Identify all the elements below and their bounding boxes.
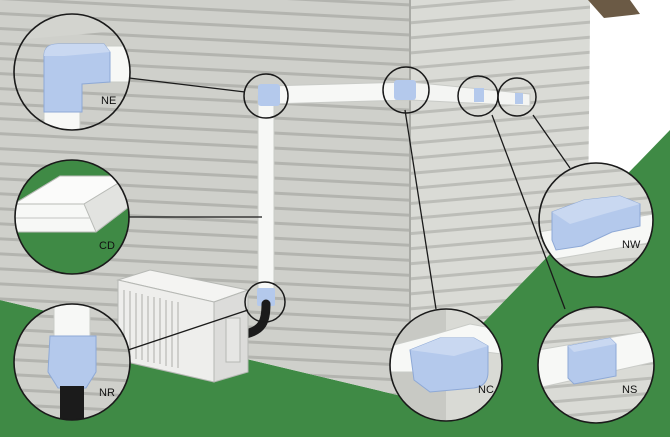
nr-fitting-small bbox=[257, 288, 275, 306]
callout-nw: NW bbox=[538, 162, 654, 278]
callout-nc: NC bbox=[389, 308, 503, 422]
callout-ns: NS bbox=[537, 306, 655, 424]
callout-ne-label: NE bbox=[101, 95, 116, 107]
leader-ns bbox=[491, 114, 566, 310]
callout-nw-label: NW bbox=[622, 239, 641, 251]
callout-ns-label: NS bbox=[622, 384, 637, 396]
nw-fitting-small bbox=[515, 93, 523, 104]
callout-markers bbox=[243, 66, 537, 323]
callout-ne: NE bbox=[13, 13, 131, 131]
ne-fitting-small bbox=[258, 84, 280, 106]
callout-ns-ring bbox=[537, 306, 655, 424]
callout-cd-label: CD bbox=[99, 240, 115, 252]
leader-nc bbox=[404, 109, 437, 310]
outdoor-ac-unit bbox=[116, 269, 250, 383]
callout-nr-label: NR bbox=[99, 387, 115, 399]
line-set-cover bbox=[235, 80, 531, 343]
callout-nc-ring bbox=[389, 308, 503, 422]
callout-nc-label: NC bbox=[478, 384, 494, 396]
marker-ne bbox=[243, 73, 289, 119]
callout-cd: CD bbox=[14, 159, 130, 275]
marker-nw bbox=[497, 77, 537, 117]
marker-nc bbox=[382, 66, 430, 114]
marker-nr bbox=[244, 281, 286, 323]
nc-fitting-small bbox=[394, 80, 416, 100]
callout-nr: NR bbox=[13, 303, 131, 421]
leader-nr bbox=[127, 309, 249, 351]
leader-nw bbox=[532, 114, 571, 169]
callout-ne-ring bbox=[13, 13, 131, 131]
callout-nr-ring bbox=[13, 303, 131, 421]
leader-ne bbox=[128, 77, 246, 93]
ns-fitting-small bbox=[474, 88, 484, 102]
vertical-duct bbox=[257, 95, 275, 293]
ac-service-panel bbox=[225, 317, 241, 363]
callout-cd-ring bbox=[14, 159, 130, 275]
horizontal-duct-left bbox=[267, 81, 411, 105]
roof-eave bbox=[588, 0, 640, 18]
callout-leader-lines bbox=[127, 77, 571, 351]
callout-nw-ring bbox=[538, 162, 654, 278]
